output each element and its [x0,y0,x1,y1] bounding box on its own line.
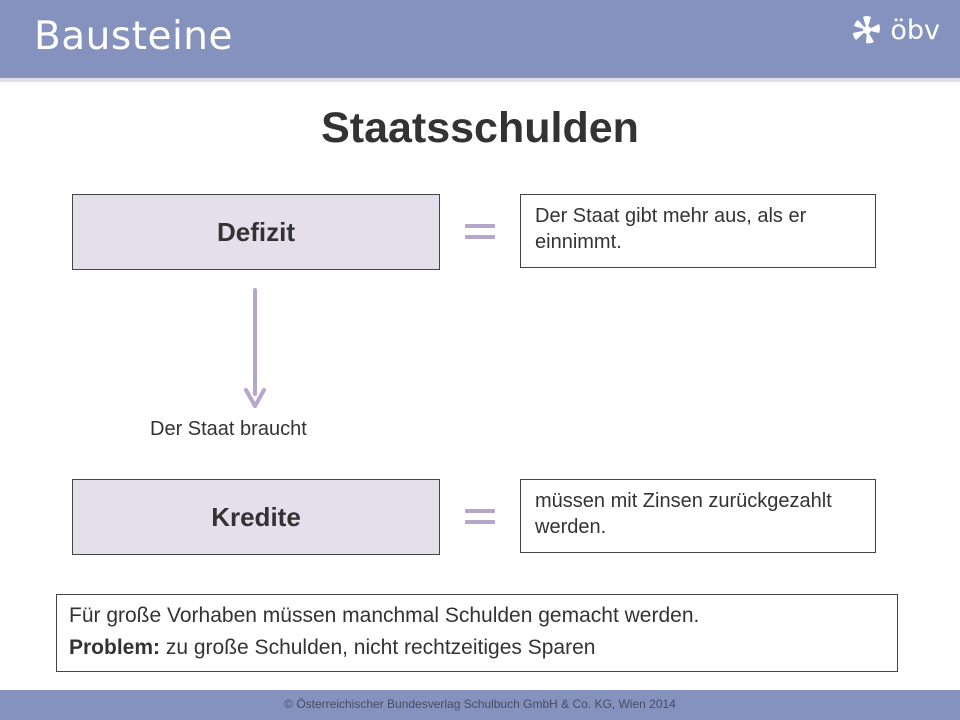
problem-text: zu große Schulden, nicht rechtzeitiges S… [160,636,596,659]
problem-line: Problem: zu große Schulden, nicht rechtz… [69,632,885,664]
arrow-down-icon [244,288,266,408]
term-kredite-label: Kredite [211,501,301,532]
definition-defizit: Der Staat gibt mehr aus, als er einnimmt… [520,194,876,268]
note-line: Für große Vorhaben müssen manchmal Schul… [69,604,700,627]
header-bar: Bausteine öbv [0,0,960,78]
footer-bar: © Österreichischer Bundesverlag Schulbuc… [0,690,960,720]
copyright-text: © Österreichischer Bundesverlag Schulbuc… [284,697,676,711]
publisher-logo: öbv [852,14,940,46]
equals-icon [460,220,500,246]
arrow-label: Der Staat braucht [150,418,307,440]
definition-kredite: müssen mit Zinsen zurückgezahlt werden. [520,479,876,553]
header-divider [0,78,960,82]
problem-label: Problem: [69,636,161,659]
page-title: Staatsschulden [321,104,639,152]
logo-text: öbv [890,14,940,46]
term-defizit: Defizit [72,194,440,270]
term-kredite: Kredite [72,479,440,555]
brand-title: Bausteine [34,14,234,59]
note-box: Für große Vorhaben müssen manchmal Schul… [56,594,898,672]
equals-icon [460,505,500,531]
term-defizit-label: Defizit [217,216,295,247]
star-flower-icon [853,16,881,44]
